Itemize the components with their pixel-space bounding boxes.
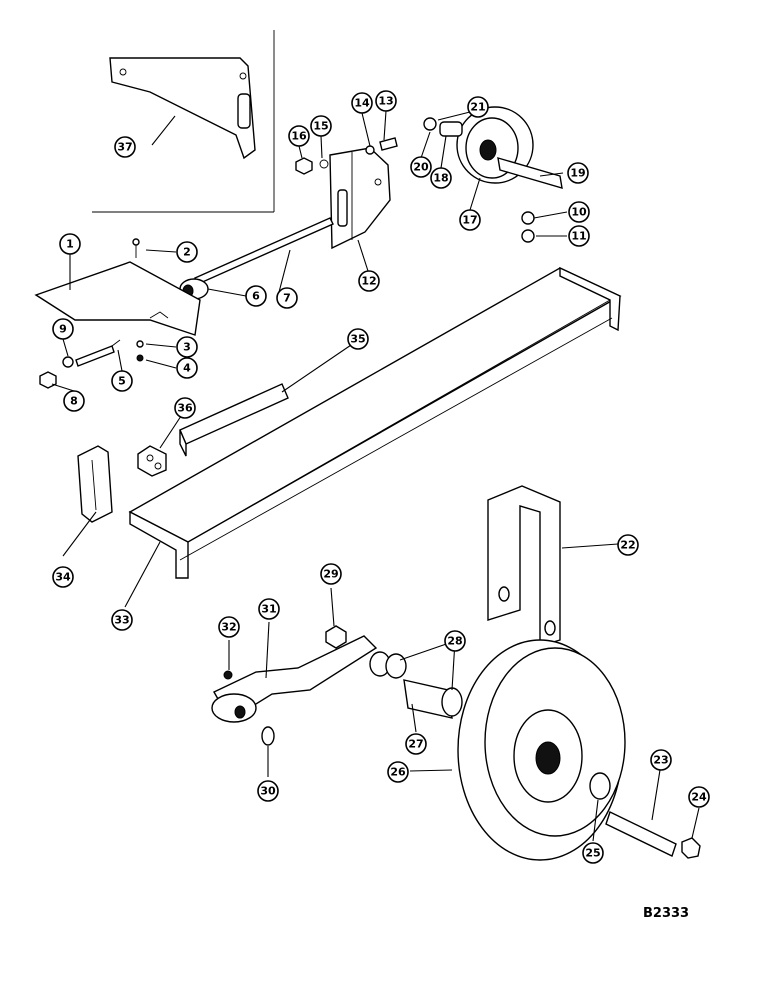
- callout-30: 30: [257, 780, 279, 802]
- idler-arm-31: [211, 625, 378, 746]
- callout-22: 22: [617, 534, 639, 556]
- svg-text:28: 28: [447, 635, 462, 648]
- callout-7: 7: [276, 287, 298, 309]
- callout-28: 28: [444, 630, 466, 652]
- callout-25: 25: [582, 842, 604, 864]
- callout-10: 10: [568, 201, 590, 223]
- callout-17: 17: [459, 209, 481, 231]
- callout-1: 1: [59, 233, 81, 255]
- svg-text:27: 27: [408, 738, 423, 751]
- callout-27: 27: [405, 733, 427, 755]
- callout-18: 18: [430, 167, 452, 189]
- callouts: 1 2 3 4 5 6 7 8 9 10 11 12 13 14 15 16 1…: [52, 90, 710, 864]
- svg-text:24: 24: [691, 791, 707, 804]
- bushings-27-28: [369, 651, 463, 719]
- svg-text:17: 17: [462, 214, 477, 227]
- hardware-15-16: [295, 157, 329, 175]
- hardware-3-4-5-8-9: [39, 339, 144, 389]
- callout-23: 23: [650, 749, 672, 771]
- mounting-bracket-12: [329, 147, 391, 250]
- leader-lines: [51, 109, 700, 842]
- callout-12: 12: [358, 270, 380, 292]
- svg-text:12: 12: [361, 275, 376, 288]
- svg-text:10: 10: [571, 206, 587, 219]
- svg-text:31: 31: [261, 603, 276, 616]
- callout-26: 26: [387, 761, 409, 783]
- callout-32: 32: [218, 616, 240, 638]
- callout-19: 19: [567, 162, 589, 184]
- svg-text:6: 6: [252, 290, 260, 303]
- callout-4: 4: [176, 357, 198, 379]
- svg-text:16: 16: [291, 130, 307, 143]
- callout-21: 21: [467, 96, 489, 118]
- brace-34: [77, 445, 113, 523]
- svg-text:9: 9: [59, 323, 67, 336]
- callout-5: 5: [111, 370, 133, 392]
- callout-16: 16: [288, 125, 310, 147]
- svg-text:30: 30: [260, 785, 276, 798]
- plate-1: [34, 238, 201, 336]
- callout-2: 2: [176, 241, 198, 263]
- svg-text:22: 22: [620, 539, 635, 552]
- callout-14: 14: [351, 92, 373, 114]
- callout-34: 34: [52, 566, 74, 588]
- pulley-26: [457, 639, 701, 861]
- svg-text:4: 4: [183, 362, 191, 375]
- callout-8: 8: [63, 390, 85, 412]
- callout-13: 13: [375, 90, 397, 112]
- callout-3: 3: [176, 336, 198, 358]
- svg-text:20: 20: [413, 161, 429, 174]
- clip-36: [137, 445, 167, 477]
- svg-text:7: 7: [283, 292, 291, 305]
- svg-text:33: 33: [114, 614, 129, 627]
- channel-33: [128, 266, 622, 579]
- callout-36: 36: [174, 397, 196, 419]
- svg-text:19: 19: [570, 167, 585, 180]
- callout-6: 6: [245, 285, 267, 307]
- svg-text:5: 5: [118, 375, 126, 388]
- svg-text:1: 1: [66, 238, 74, 251]
- callout-15: 15: [310, 115, 332, 137]
- svg-text:14: 14: [354, 97, 370, 110]
- svg-text:3: 3: [183, 341, 191, 354]
- svg-text:15: 15: [313, 120, 328, 133]
- callout-9: 9: [52, 318, 74, 340]
- idler-pulley-17: [365, 106, 563, 243]
- svg-text:2: 2: [183, 246, 191, 259]
- callout-20: 20: [410, 156, 432, 178]
- bracket-37: [109, 57, 256, 160]
- svg-text:35: 35: [350, 333, 365, 346]
- svg-text:29: 29: [323, 568, 338, 581]
- reference-code: B2333: [643, 906, 689, 921]
- svg-text:25: 25: [585, 847, 600, 860]
- callout-33: 33: [111, 609, 133, 631]
- svg-text:18: 18: [433, 172, 448, 185]
- svg-text:23: 23: [653, 754, 668, 767]
- svg-text:32: 32: [221, 621, 236, 634]
- svg-text:11: 11: [571, 230, 586, 243]
- callout-24: 24: [688, 786, 710, 808]
- callout-35: 35: [347, 328, 369, 350]
- svg-text:13: 13: [378, 95, 393, 108]
- inset-frame: [92, 30, 275, 213]
- svg-text:34: 34: [55, 571, 71, 584]
- u-bracket-22: [487, 485, 561, 647]
- svg-text:26: 26: [390, 766, 406, 779]
- callout-29: 29: [320, 563, 342, 585]
- angle-strip-35: [179, 383, 289, 457]
- svg-text:21: 21: [470, 101, 485, 114]
- svg-text:36: 36: [177, 402, 193, 415]
- svg-text:37: 37: [117, 141, 132, 154]
- callout-37: 37: [114, 136, 136, 158]
- callout-31: 31: [258, 598, 280, 620]
- callout-11: 11: [568, 225, 590, 247]
- svg-text:8: 8: [70, 395, 78, 408]
